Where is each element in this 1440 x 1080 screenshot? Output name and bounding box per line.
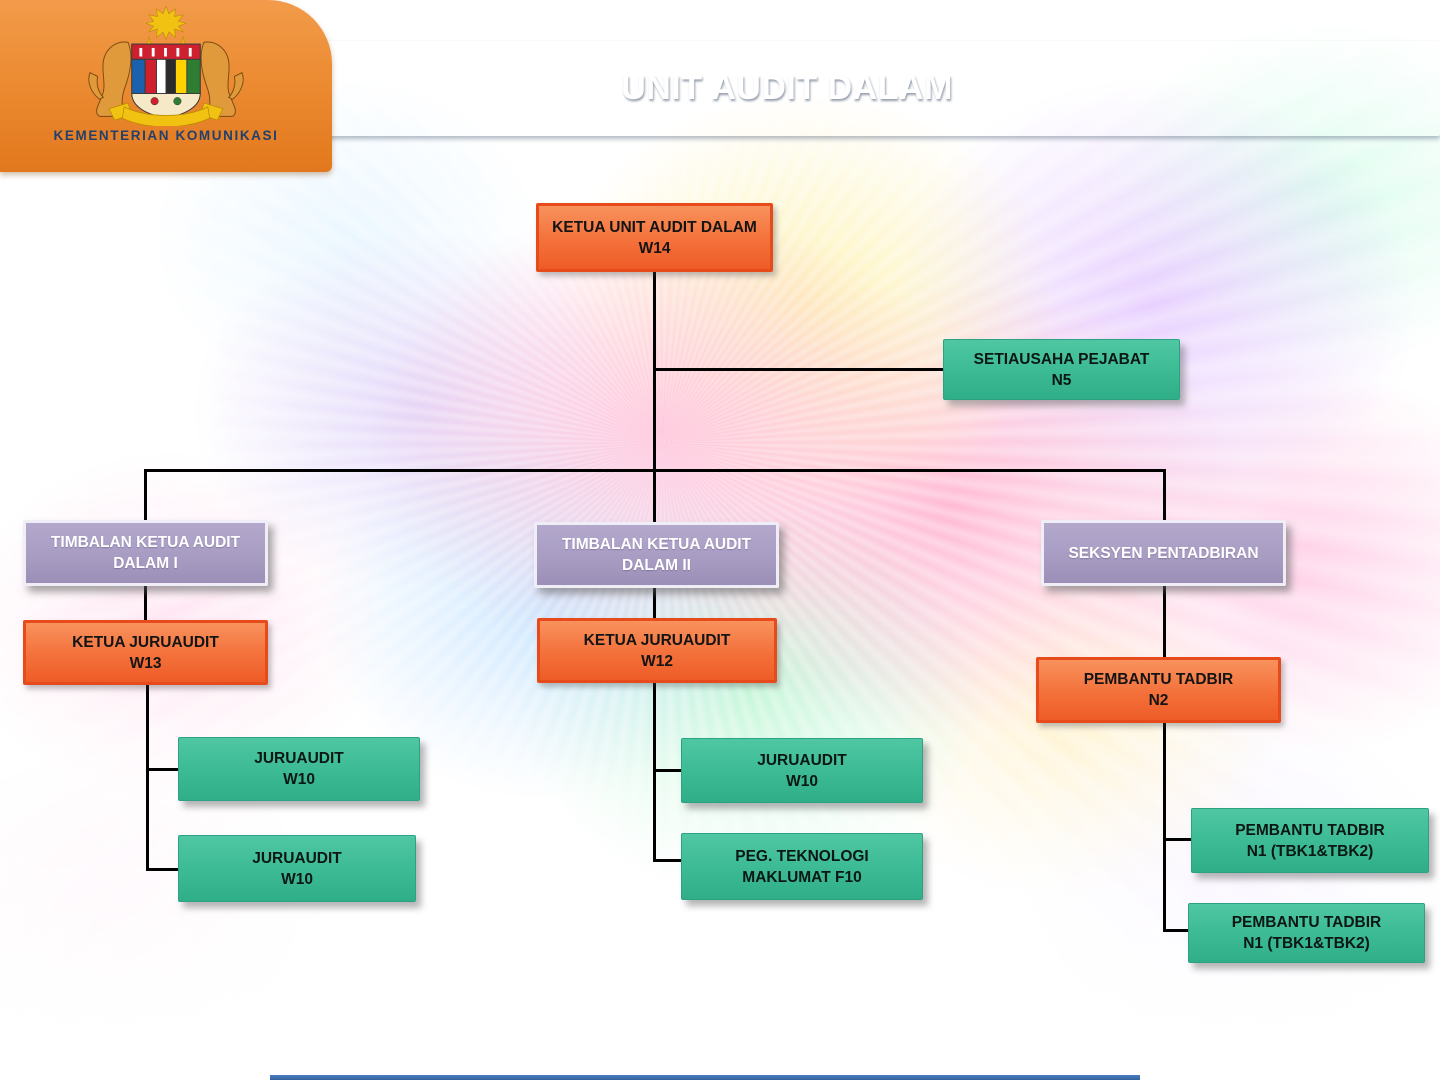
connector-branch2-head-officer (653, 587, 656, 620)
node-label: SEKSYEN PENTADBIRAN (1068, 544, 1259, 562)
node-grade: W10 (283, 771, 315, 788)
title-banner: UNIT AUDIT DALAM (322, 41, 1440, 136)
node-grade: W13 (129, 654, 162, 672)
node-label: JURUAUDIT (252, 849, 342, 867)
node-grade: W14 (638, 239, 671, 257)
node-grade: MAKLUMAT F10 (742, 868, 862, 886)
connector-secretary-horizontal (653, 368, 943, 371)
node-ketua-unit-audit-dalam: KETUA UNIT AUDIT DALAM W14 (536, 203, 773, 272)
node-timbalan-ketua-audit-dalam-1: TIMBALAN KETUA AUDIT DALAM I (23, 520, 268, 586)
node-ketua-juruaudit-w12: KETUA JURUAUDIT W12 (537, 618, 777, 683)
connector-branch1-spine (146, 683, 149, 871)
node-label: TIMBALAN KETUA AUDIT DALAM I (50, 534, 241, 572)
bottom-accent-bar (270, 1075, 1140, 1080)
node-grade: W10 (786, 772, 818, 790)
connector-branch3-spine (1163, 722, 1166, 932)
connector-root-vertical (653, 271, 656, 523)
node-pembantu-tadbir-n1-1: PEMBANTU TADBIR N1 (TBK1&TBK2) (1191, 808, 1429, 873)
connector-bus-horizontal (144, 469, 1166, 472)
connector-branch1-stub1 (146, 768, 178, 771)
connector-drop-right (1163, 469, 1166, 523)
node-label: PEMBANTU TADBIR (1083, 671, 1234, 688)
node-label: PEG. TEKNOLOGI (735, 847, 869, 865)
node-label: SETIAUSAHA PEJABAT (973, 350, 1150, 368)
node-juruaudit-w10-mid: JURUAUDIT W10 (681, 738, 923, 803)
node-label: KETUA JURUAUDIT (583, 631, 731, 649)
node-setiausaha-pejabat: SETIAUSAHA PEJABAT N5 (943, 339, 1180, 400)
node-grade: N2 (1148, 692, 1169, 709)
connector-branch1-head-officer (144, 584, 147, 622)
node-label: KETUA UNIT AUDIT DALAM (552, 218, 757, 236)
node-grade: W12 (641, 652, 673, 670)
node-pembantu-tadbir-n2: PEMBANTU TADBIR N2 (1036, 657, 1281, 723)
connector-branch1-stub2 (146, 868, 178, 871)
connector-branch2-stub2 (653, 859, 681, 862)
connector-branch2-spine (653, 682, 656, 862)
coat-of-arms-icon (88, 6, 244, 126)
connector-branch3-stub2 (1163, 929, 1191, 932)
connector-branch2-stub1 (653, 769, 681, 772)
node-timbalan-ketua-audit-dalam-2: TIMBALAN KETUA AUDIT DALAM II (534, 522, 779, 588)
ministry-name: KEMENTERIAN KOMUNIKASI (53, 128, 279, 143)
page-title: UNIT AUDIT DALAM (621, 69, 953, 107)
node-grade: N5 (1051, 371, 1072, 389)
node-grade: N1 (TBK1&TBK2) (1243, 935, 1370, 952)
node-label: PEMBANTU TADBIR (1235, 821, 1385, 839)
node-label: TIMBALAN KETUA AUDIT DALAM II (561, 536, 752, 574)
node-juruaudit-w10-left-2: JURUAUDIT W10 (178, 835, 416, 902)
node-ketua-juruaudit-w13: KETUA JURUAUDIT W13 (23, 620, 268, 685)
connector-drop-left (144, 469, 147, 523)
connector-branch3-stub1 (1163, 838, 1191, 841)
node-label: JURUAUDIT (254, 750, 344, 767)
node-juruaudit-w10-left-1: JURUAUDIT W10 (178, 737, 420, 801)
node-grade: W10 (281, 870, 313, 888)
node-seksyen-pentadbiran: SEKSYEN PENTADBIRAN (1041, 520, 1286, 586)
node-pembantu-tadbir-n1-2: PEMBANTU TADBIR N1 (TBK1&TBK2) (1188, 903, 1425, 963)
node-label: PEMBANTU TADBIR (1231, 914, 1382, 931)
node-grade: N1 (TBK1&TBK2) (1246, 842, 1374, 860)
node-peg-teknologi-maklumat-f10: PEG. TEKNOLOGI MAKLUMAT F10 (681, 833, 923, 900)
connector-branch3-head-officer (1163, 584, 1166, 659)
ministry-badge: KEMENTERIAN KOMUNIKASI (0, 0, 332, 172)
node-label: JURUAUDIT (757, 751, 847, 769)
node-label: KETUA JURUAUDIT (72, 633, 219, 651)
